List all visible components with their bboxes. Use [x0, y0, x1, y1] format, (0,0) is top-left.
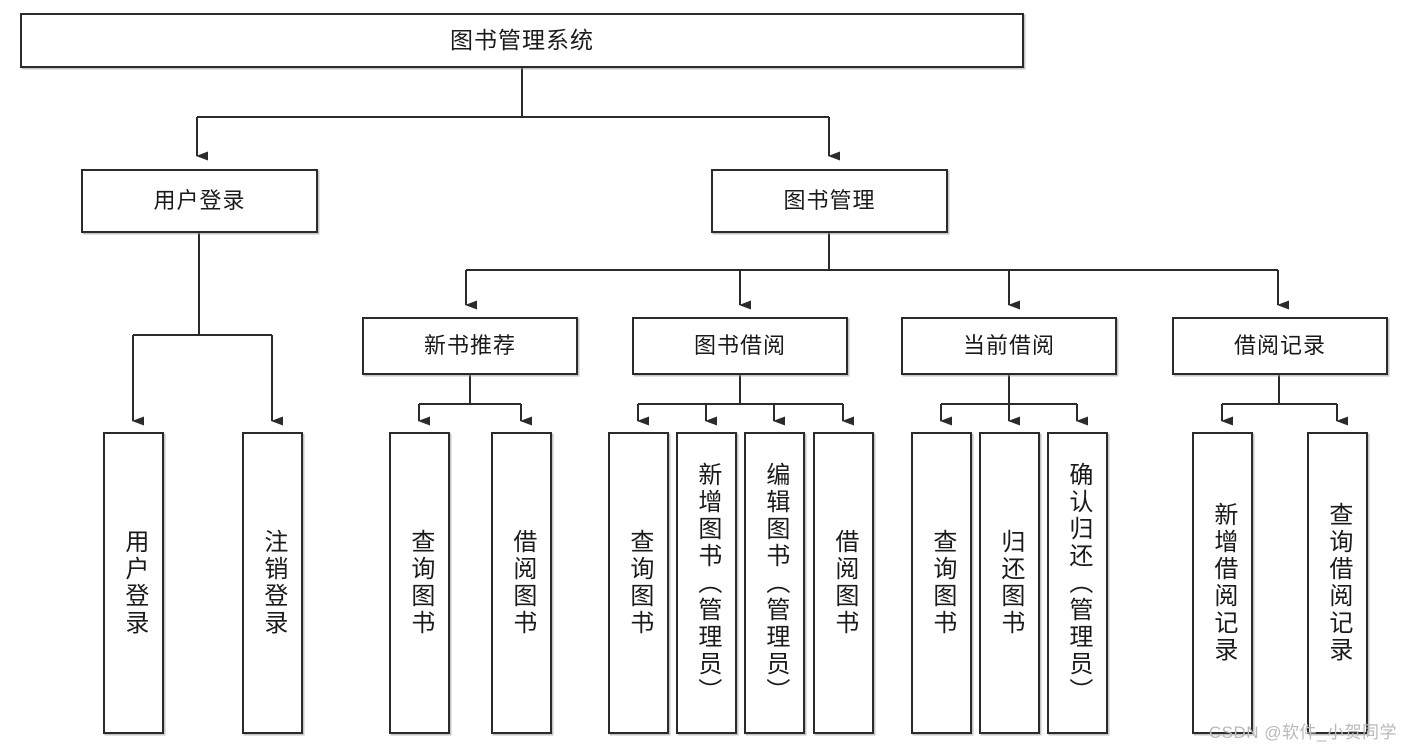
node-book-manage-label: 图书管理 [783, 188, 876, 214]
node-book-manage[interactable]: 图书管理 [711, 169, 948, 233]
node-new-book-rec-label: 新书推荐 [423, 333, 516, 359]
node-leaf-confirm-return-label: 确认归还（管理员） [1064, 461, 1092, 705]
node-leaf-return-book-label: 归还图书 [996, 529, 1024, 637]
node-leaf-add-book-label: 新增图书（管理员） [693, 461, 721, 705]
node-current-borrow[interactable]: 当前借阅 [901, 317, 1117, 375]
node-leaf-add-record-label: 新增借阅记录 [1209, 502, 1237, 664]
node-leaf-borrow-book-1[interactable]: 借阅图书 [491, 432, 552, 734]
node-current-borrow-label: 当前借阅 [962, 333, 1055, 359]
node-leaf-edit-book[interactable]: 编辑图书（管理员） [744, 432, 805, 734]
node-borrow-record-label: 借阅记录 [1233, 333, 1326, 359]
node-root-label: 图书管理系统 [450, 27, 594, 54]
node-leaf-borrow-book-1-label: 借阅图书 [508, 529, 536, 637]
node-leaf-query-book-3-label: 查询图书 [928, 529, 956, 637]
node-book-borrow[interactable]: 图书借阅 [632, 317, 848, 375]
node-leaf-return-book[interactable]: 归还图书 [979, 432, 1040, 734]
node-leaf-logout-label: 注销登录 [259, 529, 287, 637]
node-leaf-borrow-book-2[interactable]: 借阅图书 [813, 432, 874, 734]
node-leaf-add-book[interactable]: 新增图书（管理员） [676, 432, 737, 734]
node-user-login-label: 用户登录 [153, 188, 246, 214]
node-leaf-borrow-book-2-label: 借阅图书 [830, 529, 858, 637]
node-leaf-edit-book-label: 编辑图书（管理员） [761, 461, 789, 705]
node-borrow-record[interactable]: 借阅记录 [1172, 317, 1388, 375]
node-leaf-query-book-1[interactable]: 查询图书 [389, 432, 450, 734]
node-leaf-query-book-2[interactable]: 查询图书 [608, 432, 669, 734]
node-leaf-query-book-2-label: 查询图书 [625, 529, 653, 637]
node-user-login[interactable]: 用户登录 [81, 169, 318, 233]
node-leaf-add-record[interactable]: 新增借阅记录 [1192, 432, 1253, 734]
node-leaf-query-book-3[interactable]: 查询图书 [911, 432, 972, 734]
node-leaf-logout[interactable]: 注销登录 [242, 432, 303, 734]
node-leaf-user-login-label: 用户登录 [120, 529, 148, 637]
node-leaf-user-login[interactable]: 用户登录 [103, 432, 164, 734]
node-leaf-query-record-label: 查询借阅记录 [1324, 502, 1352, 664]
node-leaf-confirm-return[interactable]: 确认归还（管理员） [1047, 432, 1108, 734]
node-root[interactable]: 图书管理系统 [20, 13, 1024, 68]
node-book-borrow-label: 图书借阅 [693, 333, 786, 359]
csdn-watermark: CSDN @软件_小贺同学 [1208, 723, 1397, 742]
node-leaf-query-record[interactable]: 查询借阅记录 [1307, 432, 1368, 734]
node-new-book-rec[interactable]: 新书推荐 [362, 317, 578, 375]
node-leaf-query-book-1-label: 查询图书 [406, 529, 434, 637]
